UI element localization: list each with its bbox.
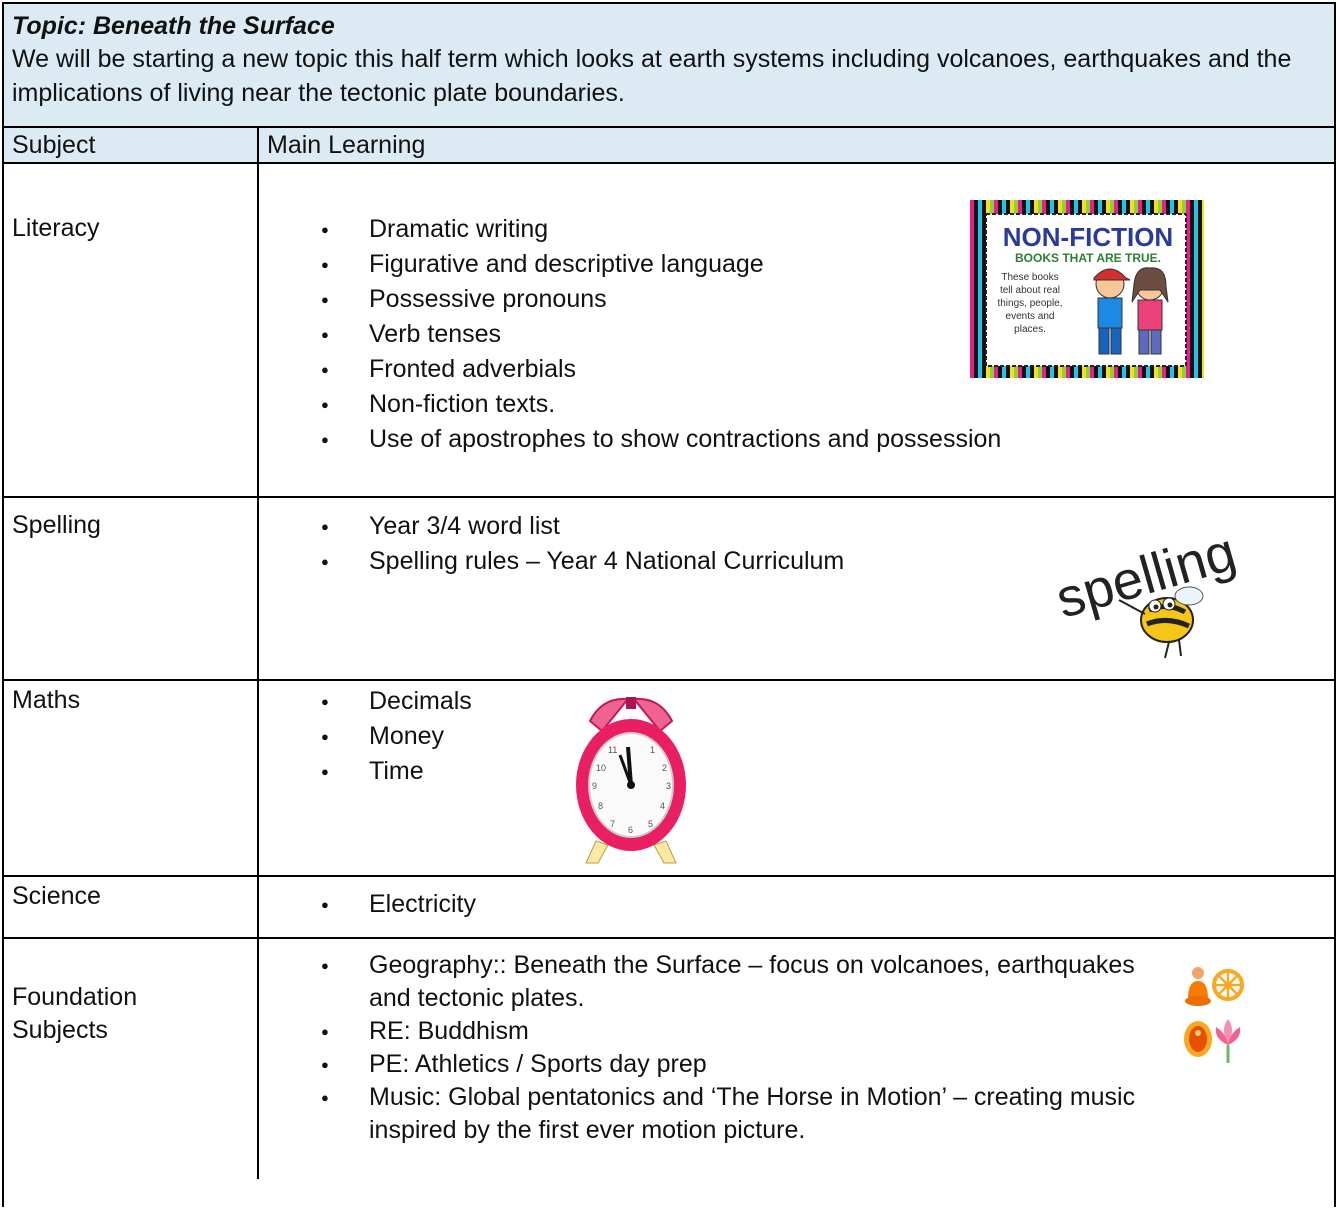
topic-header: Topic: Beneath the Surface We will be st… [4,4,1334,128]
alarm-clock-icon: 1 2 3 4 5 6 7 8 9 10 11 [572,691,690,867]
list-item: Geography:: Beneath the Surface – focus … [321,949,1156,1015]
kids-illustration [1093,267,1169,355]
subject-label-maths: Maths [4,681,259,875]
subject-label-literacy: Literacy [4,164,259,496]
maths-list: Decimals Money Time [267,684,1326,789]
poster-title: NON-FICTION [1003,222,1173,252]
topic-intro: We will be starting a new topic this hal… [12,45,1292,107]
list-item: Non-fiction texts. [321,387,1326,422]
subject-column-header: Subject [4,128,259,162]
list-item: Music: Global pentatonics and ‘The Horse… [321,1081,1156,1147]
science-list: Electricity [267,887,1326,922]
buddha-medallion-icon [1184,1021,1212,1057]
list-item: Time [321,754,1326,789]
svg-text:9: 9 [592,781,597,791]
subject-label-foundation: Foundation Subjects [4,939,259,1179]
svg-text:4: 4 [660,801,665,811]
nonfiction-poster-image: NON-FICTION BOOKS THAT ARE TRUE. These b… [970,200,1204,378]
main-learning-foundation: Geography:: Beneath the Surface – focus … [259,939,1334,1179]
list-item: Spelling rules – Year 4 National Curricu… [321,544,1326,579]
poster-subtitle: BOOKS THAT ARE TRUE. [1015,251,1161,265]
main-learning-literacy: Dramatic writing Figurative and descript… [259,164,1334,496]
table-row-maths: Maths Decimals Money Time [4,681,1334,877]
table-row-foundation-subjects: Foundation Subjects Geography:: Beneath … [4,939,1334,1179]
list-item: Possessive pronouns [321,282,1326,317]
bee-icon [1118,586,1204,659]
svg-text:5: 5 [648,819,653,829]
list-item: Electricity [321,887,1326,922]
svg-text:11: 11 [608,745,617,755]
foundation-list: Geography:: Beneath the Surface – focus … [267,949,1326,1147]
list-item: Figurative and descriptive language [321,247,1326,282]
literacy-list: Dramatic writing Figurative and descript… [267,212,1326,457]
poster-line: things, people, [997,298,1062,309]
list-item: Decimals [321,684,1326,719]
spelling-bee-image: spelling [1049,516,1242,666]
table-row-literacy: Literacy Dramatic writing Figurative and… [4,164,1334,498]
main-learning-spelling: Year 3/4 word list Spelling rules – Year… [259,498,1334,679]
lotus-icon [1215,1019,1241,1063]
list-item: Fronted adverbials [321,352,1326,387]
poster-line: events and [1006,311,1055,322]
list-item: Year 3/4 word list [321,509,1326,544]
table-row-science: Science Electricity [4,877,1334,939]
main-learning-science: Electricity [259,877,1334,937]
list-item: PE: Athletics / Sports day prep [321,1048,1156,1081]
dharma-wheel-icon [1212,969,1244,1001]
list-item: RE: Buddhism [321,1015,1156,1048]
spelling-list: Year 3/4 word list Spelling rules – Year… [267,509,1326,579]
poster-line: tell about real [1000,285,1060,296]
svg-text:10: 10 [596,763,606,773]
subject-label-text: Foundation Subjects [12,983,138,1044]
svg-text:3: 3 [666,781,671,791]
svg-text:2: 2 [662,763,667,773]
svg-text:1: 1 [650,745,655,755]
table-header-row: Subject Main Learning [4,128,1334,164]
subject-label-science: Science [4,877,259,937]
main-learning-column-header: Main Learning [267,131,426,159]
list-item: Dramatic writing [321,212,1326,247]
svg-text:8: 8 [598,801,603,811]
list-item: Use of apostrophes to show contractions … [321,422,1326,457]
buddha-icon [1185,967,1211,1006]
subject-label-spelling: Spelling [4,498,259,679]
buddhism-icons [1184,959,1244,1069]
list-item: Money [321,719,1326,754]
svg-text:6: 6 [628,825,633,835]
svg-text:7: 7 [610,819,615,829]
table-row-spelling: Spelling Year 3/4 word list Spelling rul… [4,498,1334,681]
list-item: Verb tenses [321,317,1326,352]
poster-line: These books [1001,272,1058,283]
poster-line: places. [1014,324,1046,335]
topic-title: Topic: Beneath the Surface [12,12,335,40]
main-learning-maths: Decimals Money Time 1 2 [259,681,1334,875]
